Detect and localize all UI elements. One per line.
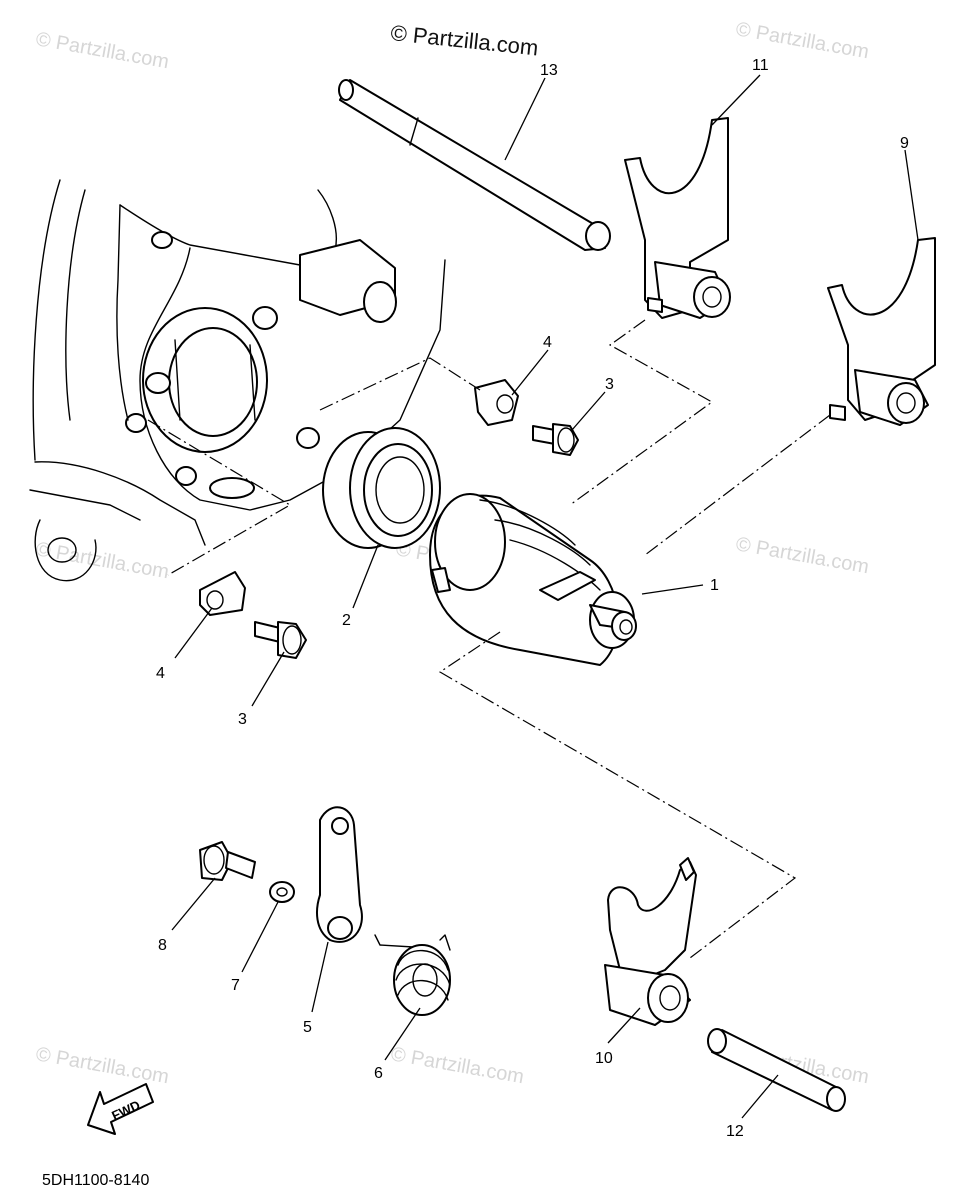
watermark: © Partzilla.com: [34, 1043, 171, 1088]
callout-labels: 13 11 9 4 3 1 2 4 3 8 7 5 6 10 12: [156, 57, 909, 1140]
callout-12: 12: [726, 1123, 744, 1140]
callout-2: 2: [342, 612, 351, 629]
part-9-shift-fork: [827, 237, 936, 426]
watermark: © Partzilla.com: [734, 533, 871, 578]
fwd-direction-arrow: FWD: [87, 1083, 154, 1135]
part-4-lock-washer: [474, 379, 519, 426]
part-5-stopper-lever: [316, 806, 363, 943]
callout-7: 7: [231, 977, 240, 994]
callout-11: 11: [752, 57, 769, 74]
part-1-shift-drum: [429, 493, 637, 666]
part-2-bearing: [322, 427, 441, 549]
callout-3: 3: [238, 711, 247, 728]
part-10-shift-fork: [604, 857, 697, 1026]
callout-10: 10: [595, 1050, 613, 1067]
watermark: © Partzilla.com: [34, 28, 171, 73]
part-7-washer: [269, 881, 295, 903]
callout-6: 6: [374, 1065, 383, 1082]
part-12-guide-bar: [707, 1028, 846, 1112]
callout-5: 5: [303, 1019, 312, 1036]
assembly-lines: [147, 319, 831, 959]
part-11-shift-fork: [624, 117, 731, 319]
part-8-bolt: [199, 841, 256, 881]
callout-13: 13: [540, 62, 558, 79]
crankcase-illustration: [29, 179, 446, 582]
part-6-torsion-spring: [374, 934, 451, 1016]
callout-3: 3: [605, 376, 614, 393]
callout-8: 8: [158, 937, 167, 954]
callout-1: 1: [710, 577, 719, 594]
callout-4: 4: [543, 334, 552, 351]
part-3-bolt: [254, 621, 307, 659]
callout-9: 9: [900, 135, 909, 152]
leader-lines: [171, 74, 919, 1119]
diagram-code: 5DH1100-8140: [42, 1172, 149, 1189]
watermark-main: © Partzilla.com: [389, 20, 539, 60]
part-13-shift-fork-shaft: [338, 79, 611, 251]
part-3-bolt: [532, 423, 579, 456]
callout-4: 4: [156, 665, 165, 682]
watermark: © Partzilla.com: [389, 1043, 526, 1088]
part-4-lock-washer: [199, 571, 246, 616]
